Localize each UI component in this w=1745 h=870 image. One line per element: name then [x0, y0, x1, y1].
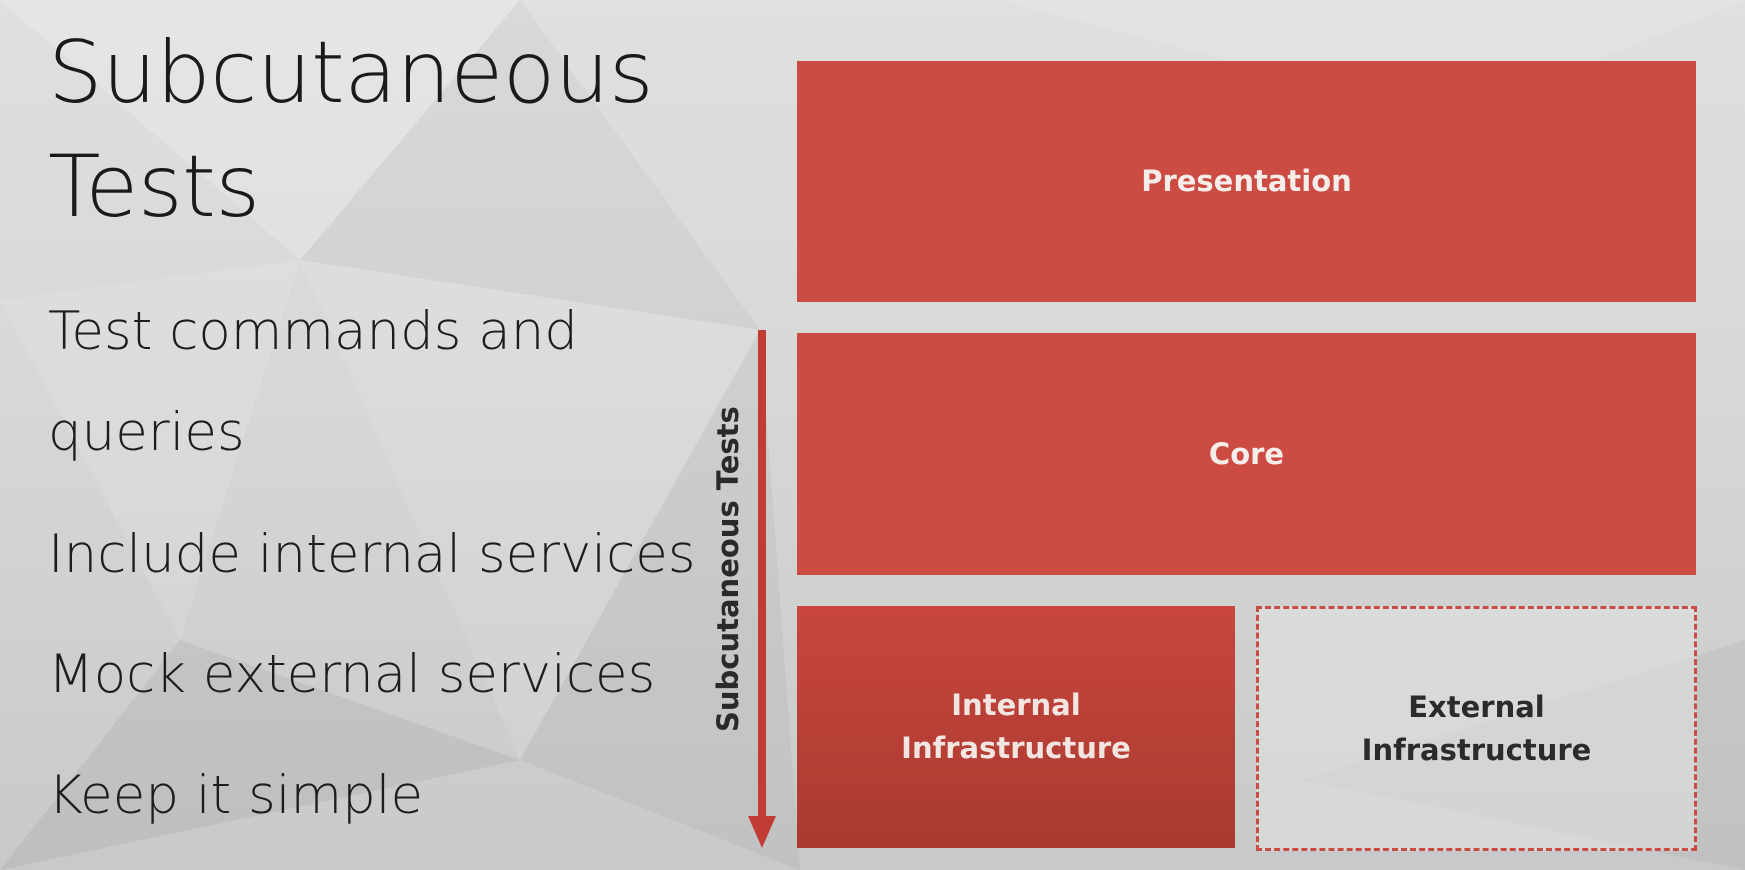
layer-internal-infrastructure: Internal Infrastructure [797, 606, 1235, 848]
bullet-test-commands-cont: queries [48, 402, 245, 463]
down-arrow-icon [748, 330, 776, 848]
layer-core: Core [797, 333, 1696, 575]
bullet-mock-external: Mock external services [48, 644, 656, 705]
title-line-1: Subcutaneous [48, 23, 654, 123]
bullet-test-commands: Test commands and [48, 301, 578, 362]
arrow-label: Subcutaneous Tests [711, 406, 745, 732]
title-line-2: Tests [48, 137, 260, 237]
bullet-include-internal: Include internal services [48, 524, 696, 585]
layer-presentation: Presentation [797, 61, 1696, 302]
layer-external-infrastructure-label: External Infrastructure [1361, 689, 1592, 767]
layer-external-infrastructure: External Infrastructure [1256, 606, 1697, 851]
slide-title: Subcutaneous Tests [48, 16, 654, 244]
bullet-keep-simple: Keep it simple [48, 765, 424, 826]
layer-internal-infrastructure-label: Internal Infrastructure [901, 688, 1131, 765]
layer-core-label: Core [1208, 436, 1285, 471]
layer-presentation-label: Presentation [1141, 164, 1352, 198]
